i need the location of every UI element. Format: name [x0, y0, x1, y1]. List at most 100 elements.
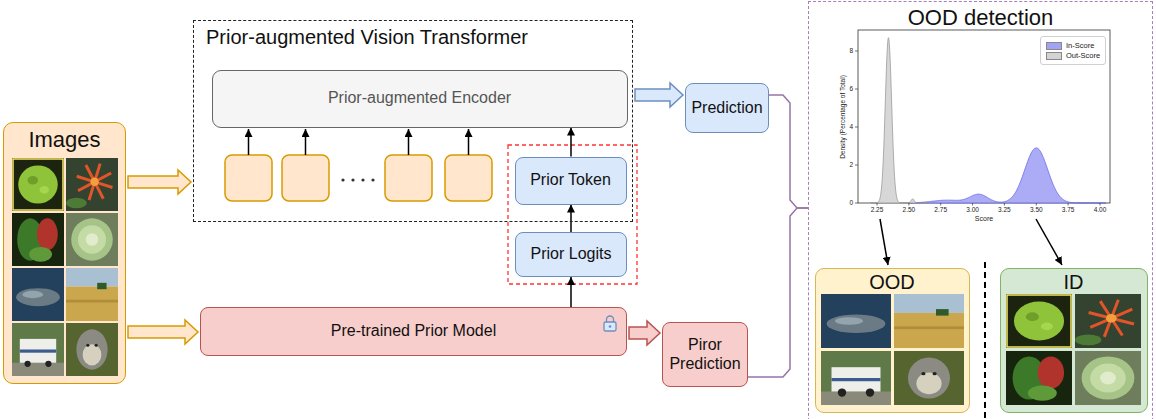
tick-mark: [1100, 203, 1101, 206]
photo: [1006, 294, 1072, 348]
tick-label: 2.75: [934, 206, 947, 213]
prior-model-box: Pre-trained Prior Model: [200, 307, 627, 356]
photo-part: [94, 343, 97, 346]
photo-part: [866, 388, 874, 396]
photo-part: [1007, 295, 1071, 347]
axis-title: Score: [975, 215, 993, 223]
photo: [66, 158, 118, 211]
photo: [12, 323, 64, 376]
tick-label: 2.25: [871, 206, 884, 213]
box-title: OOD: [869, 271, 915, 294]
photo-part: [77, 225, 105, 254]
legend-box: In-ScoreOut-Score: [1040, 36, 1106, 65]
box-label: Pre-trained Prior Model: [331, 322, 496, 340]
photo-part: [22, 290, 43, 297]
photo-part: [27, 176, 37, 184]
tick-mark: [972, 203, 973, 206]
box-label: Prior-augmented Encoder: [328, 89, 511, 107]
photo-part: [894, 294, 964, 313]
tick-mark: [877, 203, 878, 206]
photo-part: [66, 299, 118, 302]
flow-arrow: [570, 205, 572, 233]
input-panel: Images: [3, 122, 126, 384]
process-box: Prior Logits: [515, 232, 627, 277]
photo-part: [821, 294, 891, 348]
photo-part: [86, 343, 89, 346]
tick-mark: [1068, 203, 1069, 206]
photo-part: [29, 246, 52, 261]
input-token: [445, 155, 492, 201]
photo-part: [66, 268, 118, 287]
density-curve: [909, 148, 1106, 203]
tick-mark: [1036, 203, 1037, 206]
photo-part: [1075, 351, 1141, 405]
plot-frame: [858, 30, 1110, 203]
tick-label: 3.50: [1030, 206, 1043, 213]
photo: [821, 351, 891, 405]
photo-part: [12, 158, 64, 211]
photo-part: [18, 165, 58, 203]
input-token: [225, 155, 272, 201]
photo-part: [894, 326, 964, 329]
photo: [66, 323, 118, 376]
process-box: Prior Token: [515, 157, 627, 205]
legend-swatch: [1046, 52, 1062, 60]
density-curve: [871, 38, 929, 203]
photo-part: [45, 360, 51, 366]
density-chart: [855, 30, 1110, 206]
legend-label: In-Score: [1066, 41, 1094, 50]
ellipsis-dot: [361, 178, 364, 181]
result-box: OOD: [815, 268, 970, 413]
input-token: [282, 155, 329, 201]
photo-part: [832, 367, 881, 391]
box-label: Prediction: [691, 99, 762, 117]
tick-mark: [855, 89, 858, 90]
photo-part: [12, 323, 64, 376]
brace-connector: [748, 208, 808, 377]
photo: [894, 351, 964, 405]
divider-line: [984, 262, 986, 419]
output-arrow: [629, 321, 660, 345]
ellipsis-dot: [351, 178, 354, 181]
box-label: Prior Token: [530, 171, 611, 189]
photo-part: [1014, 302, 1064, 341]
photo-part: [76, 329, 107, 369]
photo: [12, 268, 64, 321]
photo-part: [921, 372, 925, 375]
photo: [1075, 351, 1141, 405]
photo-part: [821, 351, 891, 405]
input-token: [385, 155, 432, 201]
tick-label: 2.50: [903, 206, 916, 213]
pointer-arrow: [880, 219, 888, 265]
tick-mark: [1004, 203, 1005, 206]
flow-arrow: [570, 128, 572, 157]
photo-part: [908, 357, 950, 398]
photo-part: [894, 351, 964, 405]
photo: [1075, 294, 1141, 348]
photo-part: [916, 373, 941, 395]
token-arrow: [468, 129, 470, 155]
photo-part: [1028, 386, 1057, 401]
tick-label: 3.00: [966, 206, 979, 213]
region-title: OOD detection: [908, 5, 1054, 30]
lock-shackle: [606, 316, 613, 322]
photo-part: [1026, 312, 1039, 321]
photo: [821, 294, 891, 348]
photo-part: [66, 213, 118, 266]
pointer-arrow: [1036, 219, 1062, 265]
tick-mark: [940, 203, 941, 206]
box-label: Prior Logits: [531, 245, 612, 263]
input-arrow: [128, 320, 198, 344]
photo-part: [894, 313, 964, 348]
lock-body: [604, 322, 616, 331]
input-arrow: [128, 170, 191, 194]
axis-title: Density (Percentage of Total): [839, 75, 846, 159]
photo-part: [1090, 363, 1126, 392]
photo: [1006, 351, 1072, 405]
photo-part: [827, 315, 886, 333]
photo-part: [66, 158, 118, 211]
